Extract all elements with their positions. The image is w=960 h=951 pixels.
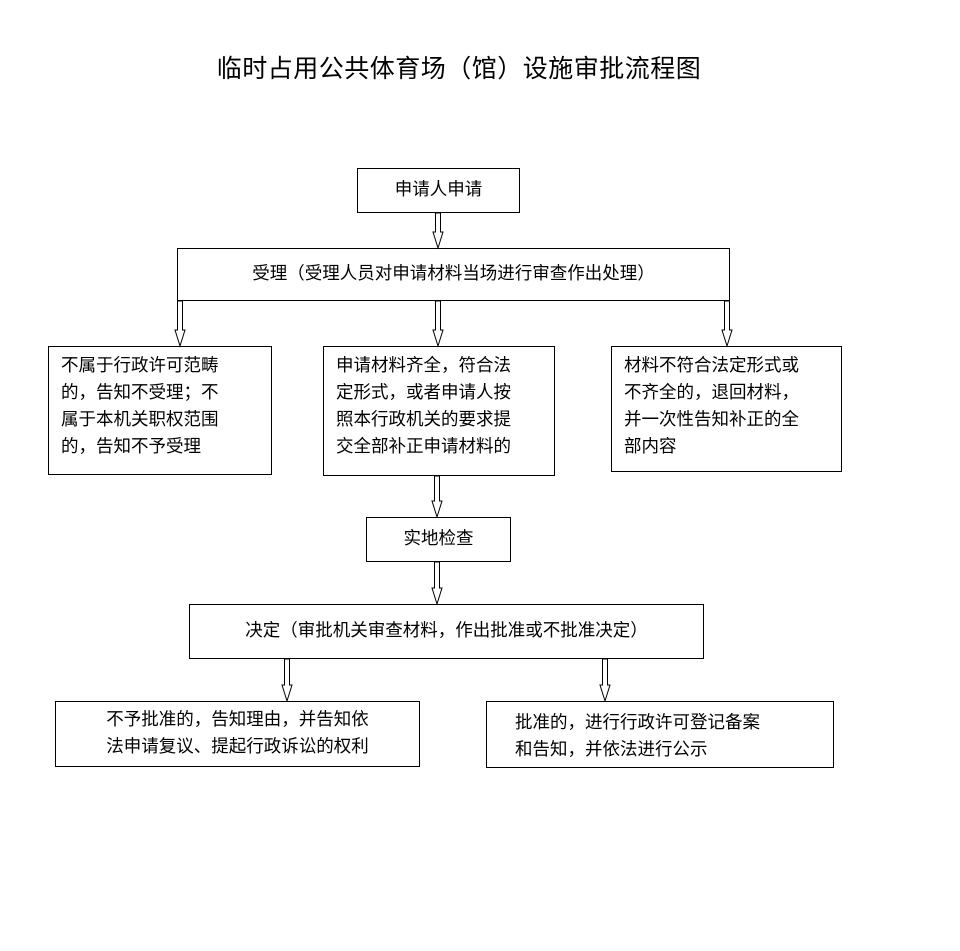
approve-node: 批准的，进行行政许可登记备案 和告知，并依法进行公示 (486, 701, 834, 768)
not-in-scope-node-label: 不属于行政许可范畴 的，告知不受理；不 属于本机关职权范围 的，告知不予受理 (61, 356, 219, 457)
inspection-node: 实地检查 (366, 517, 511, 562)
reject-node: 不予批准的，告知理由，并告知依 法申请复议、提起行政诉讼的权利 (55, 701, 420, 767)
incomplete-materials-node-label: 材料不符合法定形式或 不齐全的，退回材料， 并一次性告知补正的全 部内容 (624, 356, 799, 457)
arrow-apply-to-accept (432, 212, 444, 250)
arrow-decision-to-reject (281, 658, 293, 703)
arrow-inspection-to-decision (431, 561, 443, 606)
decision-node-label: 决定（审批机关审查材料，作出批准或不批准决定） (245, 621, 648, 641)
apply-node-label: 申请人申请 (394, 180, 483, 200)
accept-node: 受理（受理人员对申请材料当场进行审查作出处理） (177, 248, 730, 301)
arrow-complete-to-inspection (431, 475, 443, 519)
not-in-scope-node: 不属于行政许可范畴 的，告知不受理；不 属于本机关职权范围 的，告知不予受理 (48, 346, 272, 475)
incomplete-materials-node: 材料不符合法定形式或 不齐全的，退回材料， 并一次性告知补正的全 部内容 (611, 346, 842, 472)
arrow-accept-to-incomplete (721, 300, 733, 348)
reject-node-label: 不予批准的，告知理由，并告知依 法申请复议、提起行政诉讼的权利 (106, 710, 369, 757)
page-title: 临时占用公共体育场（馆）设施审批流程图 (216, 54, 702, 83)
inspection-node-label: 实地检查 (403, 529, 474, 549)
complete-materials-node: 申请材料齐全，符合法 定形式，或者申请人按 照本行政机关的要求提 交全部补正申请… (323, 346, 555, 476)
complete-materials-node-label: 申请材料齐全，符合法 定形式，或者申请人按 照本行政机关的要求提 交全部补正申请… (336, 356, 511, 457)
apply-node: 申请人申请 (357, 168, 520, 213)
approve-node-label: 批准的，进行行政许可登记备案 和告知，并依法进行公示 (515, 713, 760, 760)
decision-node: 决定（审批机关审查材料，作出批准或不批准决定） (189, 604, 704, 659)
arrow-accept-to-complete (432, 300, 444, 348)
accept-node-label: 受理（受理人员对申请材料当场进行审查作出处理） (252, 264, 655, 284)
arrow-decision-to-approve (599, 658, 611, 703)
arrow-accept-to-not-in-scope (174, 300, 186, 348)
